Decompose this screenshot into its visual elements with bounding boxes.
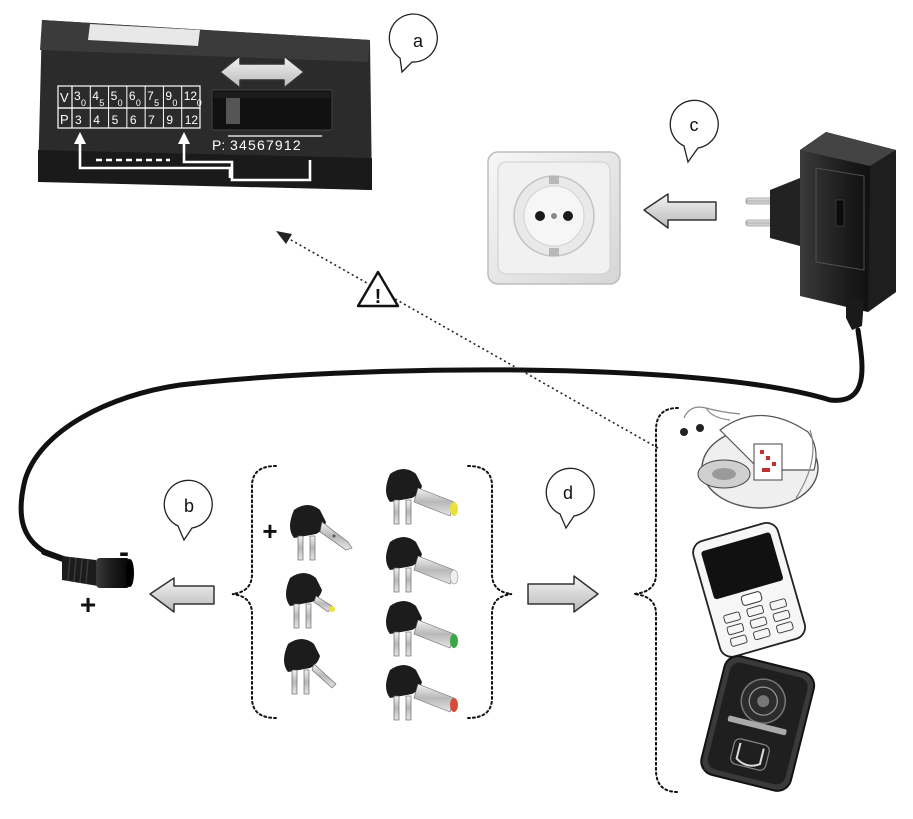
voltage-value: 9 [165,89,172,103]
dc-barrel-plug [41,549,134,588]
voltage-decimal: 5 [154,98,159,108]
position-value: 5 [112,113,119,127]
callout-d-label: d [563,483,573,503]
tip-plus-sign: + [262,516,277,546]
tip-jack-3-5mm [289,504,353,561]
voltage-value: 3 [74,89,81,103]
callout-c-label: c [690,115,699,135]
power-adapter [745,132,896,330]
tip-jack-2-5mm [283,638,337,695]
voltage-value: 6 [129,89,136,103]
tip-set-bracket [231,465,513,719]
position-value: 12 [185,113,199,127]
tip-large-green [385,600,458,657]
position-value: 3 [75,113,82,127]
power-cable [18,327,865,555]
position-value: 6 [130,113,137,127]
position-value: 9 [166,113,173,127]
arrow-to-devices-icon [527,575,599,613]
callout-a: a [388,13,438,74]
voltage-value: 12 [184,89,198,103]
arrow-to-socket-icon [643,193,717,229]
voltage-value: 7 [147,89,154,103]
tip-large-yellow [385,468,458,525]
tip-large-red [385,664,458,721]
mp3-player-device [700,655,816,792]
position-value: 4 [93,113,100,127]
switch-positions: 34567912 [230,137,302,153]
barrel-plus-sign: + [80,589,96,620]
mobile-phone-device [692,521,806,658]
cd-player-device [680,406,819,509]
voltage-value: 4 [92,89,99,103]
selection-arrows [78,140,312,182]
voltage-decimal: 0 [81,98,86,108]
voltage-decimal: 0 [197,98,202,108]
callout-c: c [669,99,719,164]
devices-bracket [633,407,679,793]
voltage-row-label: V [60,90,69,105]
voltage-decimal: 5 [99,98,104,108]
callout-d: d [545,467,595,530]
voltage-decimal: 0 [172,98,177,108]
warning-dotted-line [283,235,659,449]
barrel-minus-sign: - [119,536,129,569]
tip-small-yellow [285,572,335,629]
arrow-to-barrel-icon [149,577,215,613]
position-value: 7 [148,113,155,127]
warning-symbol: ! [375,286,382,308]
callout-a-label: a [413,31,424,51]
voltage-value: 5 [111,89,118,103]
double-arrow-icon [219,55,305,89]
voltage-decimal: 0 [136,98,141,108]
warning-triangle-icon [356,270,400,308]
position-row-label: P [60,112,69,127]
wall-socket [487,151,621,285]
tip-large-white [385,536,459,593]
voltage-slide-switch [211,89,333,131]
callout-b: b [163,479,213,542]
voltage-decimal: 0 [118,98,123,108]
switch-label: P: [212,137,225,153]
callout-b-label: b [184,496,194,516]
